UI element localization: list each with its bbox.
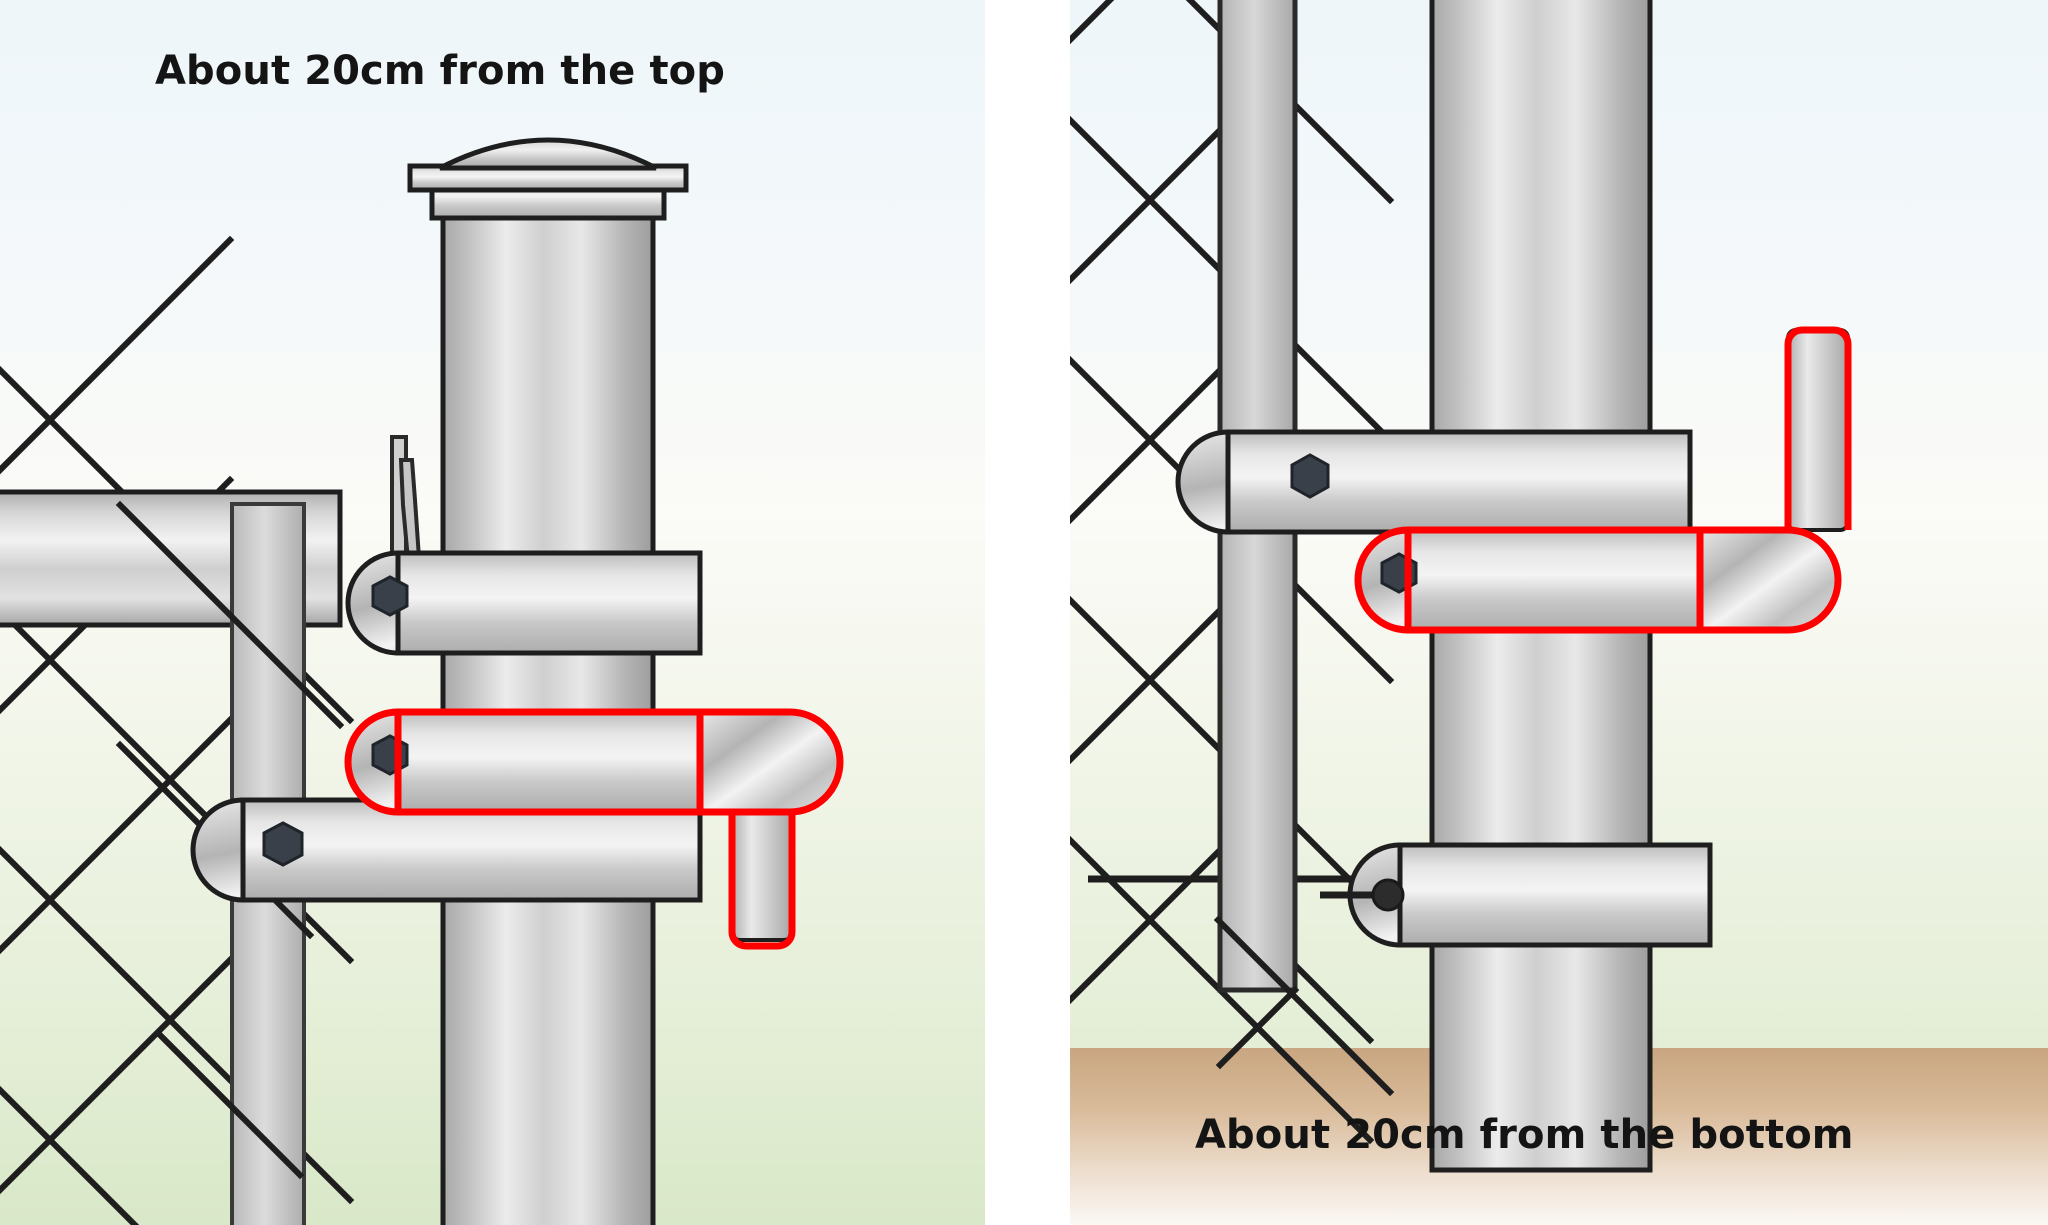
right-panel-artwork bbox=[1070, 0, 1852, 1173]
hex-bolt-icon bbox=[371, 575, 409, 617]
brace-band-upper bbox=[345, 550, 703, 656]
round-bolt-icon bbox=[1371, 878, 1405, 912]
chain-link-mesh bbox=[1070, 0, 1395, 1145]
tension-band-upper bbox=[1175, 429, 1693, 535]
red-highlight-outline bbox=[1354, 326, 1852, 634]
male-hinge-highlighted bbox=[344, 708, 844, 950]
red-highlight-outline bbox=[344, 708, 844, 950]
tension-band-lower bbox=[190, 797, 703, 903]
chain-link-mesh-front bbox=[1213, 915, 1395, 1097]
bottom-hinge-panel: About 20cm from the bottom bbox=[1070, 0, 2048, 1225]
tension-band-lower bbox=[1320, 842, 1713, 948]
hex-bolt-icon bbox=[371, 734, 409, 776]
gate-post bbox=[440, 187, 656, 1225]
top-hinge-panel: About 20cm from the top bbox=[0, 0, 985, 1225]
hex-bolt-icon bbox=[262, 821, 304, 867]
male-hinge-highlighted bbox=[1354, 326, 1852, 634]
caption-bottom: About 20cm from the bottom bbox=[1195, 1112, 1854, 1158]
caption-top: About 20cm from the top bbox=[155, 48, 725, 94]
left-panel-artwork bbox=[0, 137, 844, 1225]
post-cap bbox=[407, 137, 689, 221]
hex-bolt-icon bbox=[1290, 453, 1330, 499]
